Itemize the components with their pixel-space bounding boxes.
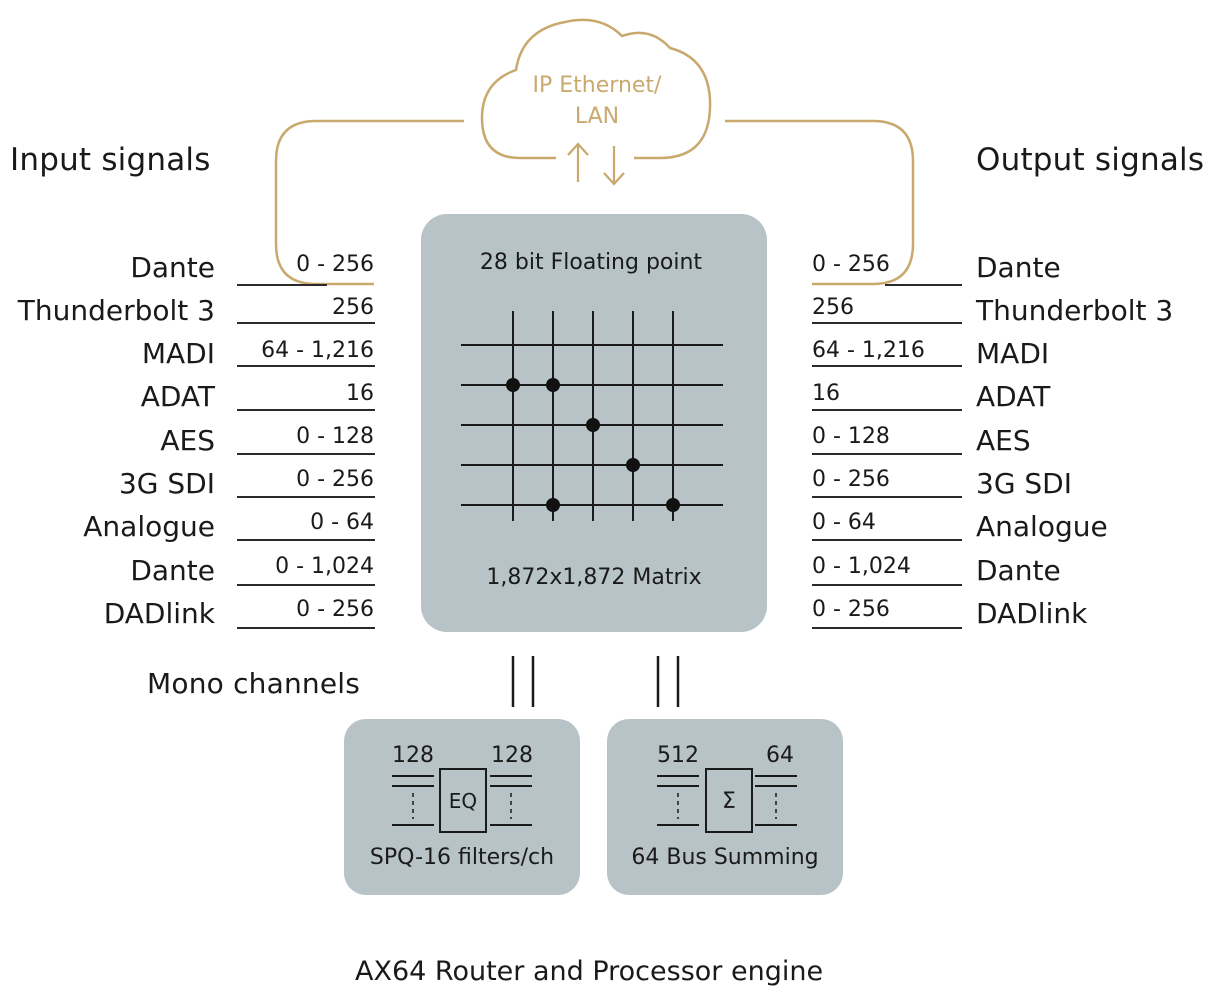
output-count: 0 - 256 bbox=[812, 467, 890, 492]
input-name: AES bbox=[160, 424, 215, 457]
output-rule bbox=[812, 496, 962, 498]
input-count: 0 - 1,024 bbox=[275, 554, 374, 579]
eq-symbol: EQ bbox=[448, 789, 478, 813]
output-name: DADlink bbox=[976, 597, 1088, 630]
output-name: Dante bbox=[976, 554, 1061, 587]
eq-block: 128 128 EQ SPQ-16 filters/ch bbox=[344, 719, 580, 895]
output-rule bbox=[812, 539, 962, 541]
input-count: 0 - 64 bbox=[310, 510, 374, 535]
output-count: 0 - 256 bbox=[812, 252, 890, 277]
matrix-top-label: 28 bit Floating point bbox=[479, 250, 703, 275]
input-name: Thunderbolt 3 bbox=[17, 294, 215, 327]
output-rule bbox=[812, 409, 962, 411]
output-rule bbox=[812, 365, 962, 367]
input-name: Dante bbox=[130, 554, 215, 587]
input-count: 256 bbox=[332, 295, 374, 320]
output-count: 256 bbox=[812, 295, 854, 320]
output-count: 0 - 1,024 bbox=[812, 554, 911, 579]
matrix-bottom-label: 1,872x1,872 Matrix bbox=[486, 565, 702, 590]
matrix-crosspoint bbox=[546, 378, 560, 392]
input-rule bbox=[237, 322, 375, 324]
cloud-label-line2: LAN bbox=[574, 104, 620, 129]
eq-channel-lines bbox=[392, 768, 532, 833]
input-rule bbox=[237, 584, 375, 586]
matrix-crosspoint bbox=[586, 418, 600, 432]
matrix-crosspoint bbox=[506, 378, 520, 392]
input-name: Analogue bbox=[83, 510, 215, 543]
output-signals-heading: Output signals bbox=[976, 142, 1205, 178]
eq-output-count: 128 bbox=[491, 743, 533, 768]
output-count: 16 bbox=[812, 381, 840, 406]
matrix-crosspoint bbox=[666, 498, 680, 512]
summing-block: 512 64 Σ 64 Bus Summing bbox=[607, 719, 843, 895]
input-count: 0 - 256 bbox=[296, 252, 374, 277]
output-count: 64 - 1,216 bbox=[812, 338, 925, 363]
output-rule bbox=[812, 322, 962, 324]
input-name: MADI bbox=[141, 337, 215, 370]
matrix-crosspoint bbox=[626, 458, 640, 472]
matrix-crosspoint bbox=[546, 498, 560, 512]
output-name: Thunderbolt 3 bbox=[976, 294, 1174, 327]
output-rule bbox=[812, 453, 962, 455]
cloud-label-line1: IP Ethernet/ bbox=[532, 73, 662, 98]
output-rule bbox=[812, 584, 962, 586]
output-count: 0 - 128 bbox=[812, 424, 890, 449]
input-count: 16 bbox=[346, 381, 374, 406]
cloud-icon bbox=[480, 18, 712, 160]
sum-caption: 64 Bus Summing bbox=[631, 845, 819, 870]
output-rule bbox=[885, 284, 962, 286]
sum-input-count: 512 bbox=[657, 743, 699, 768]
output-name: AES bbox=[976, 424, 1031, 457]
output-name: Dante bbox=[976, 251, 1061, 284]
input-rule bbox=[237, 627, 375, 629]
sum-output-count: 64 bbox=[766, 743, 794, 768]
input-rule bbox=[237, 365, 375, 367]
input-name: DADlink bbox=[103, 597, 215, 630]
eq-box bbox=[439, 768, 487, 833]
input-count: 64 - 1,216 bbox=[261, 338, 374, 363]
diagram-caption: AX64 Router and Processor engine bbox=[355, 956, 824, 987]
matrix-panel: 28 bit Floating point 1,872x1,872 Matrix bbox=[421, 214, 767, 632]
output-name: 3G SDI bbox=[976, 467, 1073, 500]
output-rule bbox=[812, 627, 962, 629]
input-network-link bbox=[274, 119, 464, 286]
input-rule bbox=[237, 284, 327, 286]
sum-channel-lines bbox=[657, 768, 797, 833]
output-count: 0 - 64 bbox=[812, 510, 876, 535]
input-rule bbox=[237, 539, 375, 541]
sigma-icon: Σ bbox=[722, 789, 736, 814]
output-name: ADAT bbox=[976, 380, 1051, 413]
input-name: ADAT bbox=[140, 380, 215, 413]
output-network-link bbox=[725, 119, 915, 286]
up-down-arrows-icon bbox=[567, 142, 625, 186]
input-name: 3G SDI bbox=[118, 467, 215, 500]
input-count: 0 - 256 bbox=[296, 467, 374, 492]
crosspoint-matrix-icon bbox=[461, 311, 723, 521]
output-count: 0 - 256 bbox=[812, 597, 890, 622]
input-signals-heading: Input signals bbox=[10, 142, 211, 178]
output-name: Analogue bbox=[976, 510, 1108, 543]
input-rule bbox=[237, 496, 375, 498]
input-count: 0 - 256 bbox=[296, 597, 374, 622]
input-rule bbox=[237, 409, 375, 411]
input-rule bbox=[237, 453, 375, 455]
eq-caption: SPQ-16 filters/ch bbox=[369, 845, 555, 870]
input-name: Dante bbox=[130, 251, 215, 284]
output-name: MADI bbox=[976, 337, 1050, 370]
sum-box bbox=[705, 768, 753, 833]
mono-channels-heading: Mono channels bbox=[147, 667, 361, 700]
input-count: 0 - 128 bbox=[296, 424, 374, 449]
eq-input-count: 128 bbox=[392, 743, 434, 768]
